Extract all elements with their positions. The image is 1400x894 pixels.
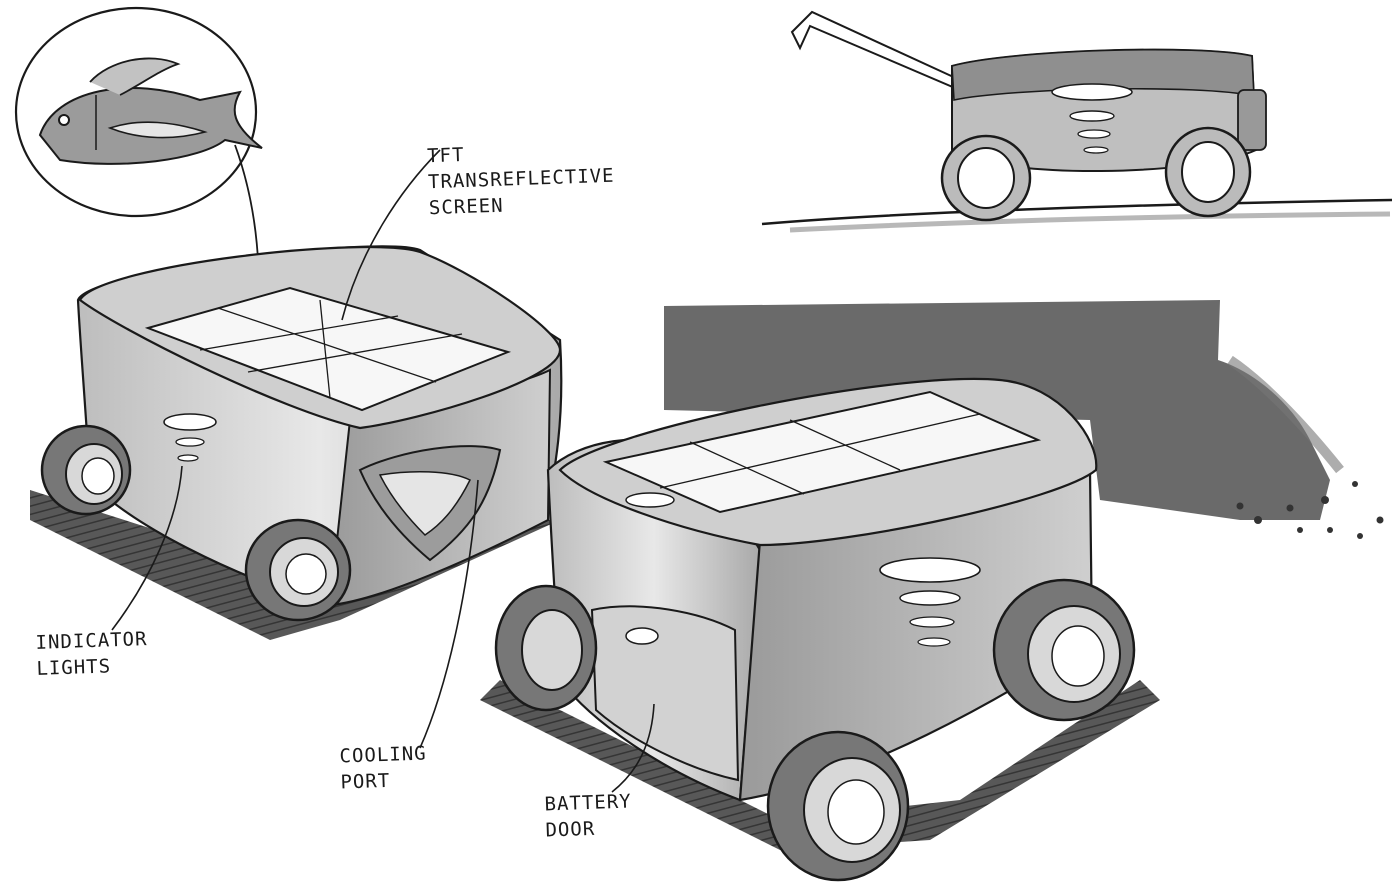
wheel-icon xyxy=(766,730,910,882)
fish-icon xyxy=(38,57,263,165)
label-line: DOOR xyxy=(545,817,596,842)
wheel-icon xyxy=(992,578,1136,722)
label-cooling-port: COOLING PORT xyxy=(339,740,428,795)
wheel-icon xyxy=(1164,126,1252,218)
left-cart xyxy=(30,245,563,640)
label-line: LIGHTS xyxy=(36,655,112,680)
wheel-icon xyxy=(40,424,132,516)
wheel-icon xyxy=(940,134,1032,222)
wheel-icon xyxy=(494,584,598,712)
label-line: BATTERY xyxy=(544,790,632,816)
label-battery-door: BATTERY DOOR xyxy=(544,788,633,843)
label-line: INDICATOR xyxy=(35,628,148,654)
label-line: COOLING xyxy=(339,742,427,768)
label-tft-screen: TFT TRANSREFLECTIVE SCREEN xyxy=(427,137,616,221)
label-indicator-lights: INDICATOR LIGHTS xyxy=(35,626,149,682)
side-view-sketch xyxy=(761,10,1393,233)
wheel-icon xyxy=(244,518,352,622)
right-cart xyxy=(480,377,1160,882)
leader-lines xyxy=(111,149,655,793)
label-line: PORT xyxy=(340,769,391,794)
